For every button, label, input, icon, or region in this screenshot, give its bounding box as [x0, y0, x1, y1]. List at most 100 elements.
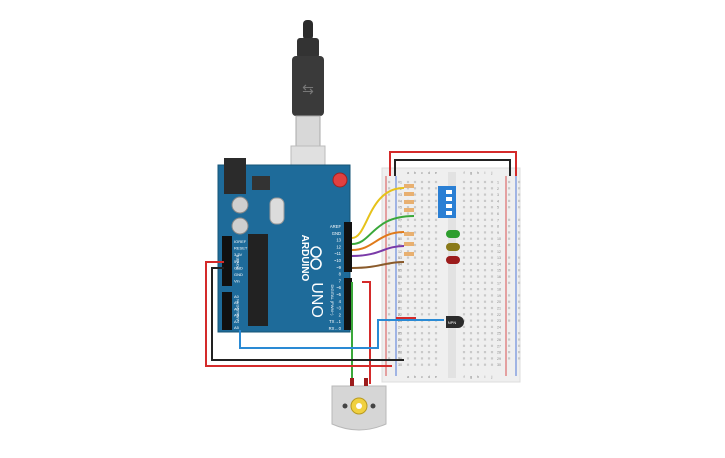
breadboard-hole[interactable]: [462, 262, 466, 265]
breadboard-hole[interactable]: [483, 313, 487, 316]
breadboard-hole[interactable]: [406, 338, 410, 341]
breadboard-hole[interactable]: [427, 231, 431, 234]
rail-hole[interactable]: [518, 180, 521, 184]
breadboard-hole[interactable]: [469, 338, 473, 341]
breadboard-hole[interactable]: [462, 212, 466, 215]
breadboard-hole[interactable]: [420, 231, 424, 234]
breadboard-hole[interactable]: [413, 206, 417, 209]
breadboard-hole[interactable]: [490, 206, 494, 209]
breadboard-hole[interactable]: [462, 332, 466, 335]
breadboard-hole[interactable]: [469, 344, 473, 347]
breadboard-hole[interactable]: [462, 199, 466, 202]
breadboard-hole[interactable]: [462, 243, 466, 247]
rail-hole[interactable]: [388, 294, 391, 297]
breadboard-hole[interactable]: [490, 199, 494, 202]
breadboard-hole[interactable]: [490, 288, 494, 291]
breadboard-hole[interactable]: [413, 300, 417, 303]
breadboard-hole[interactable]: [406, 262, 410, 265]
breadboard-hole[interactable]: [406, 180, 410, 184]
breadboard-hole[interactable]: [469, 325, 473, 328]
breadboard-hole[interactable]: [420, 206, 424, 209]
dip-toggle-4[interactable]: [446, 211, 452, 215]
wire-yellow[interactable]: [351, 187, 405, 239]
breadboard-hole[interactable]: [490, 218, 494, 221]
breadboard-hole[interactable]: [483, 262, 487, 265]
breadboard-hole[interactable]: [413, 338, 417, 341]
breadboard-hole[interactable]: [406, 351, 410, 354]
breadboard-hole[interactable]: [413, 363, 417, 366]
breadboard-hole[interactable]: [490, 363, 494, 366]
rail-hole[interactable]: [398, 275, 401, 278]
rail-hole[interactable]: [508, 351, 511, 354]
wire-blue[interactable]: [239, 319, 444, 349]
breadboard-hole[interactable]: [469, 193, 473, 196]
breadboard-hole[interactable]: [427, 363, 431, 366]
wire-gnd-bottom[interactable]: [211, 267, 404, 361]
analog-header[interactable]: [222, 292, 232, 330]
breadboard-hole[interactable]: [406, 187, 410, 190]
rail-hole[interactable]: [388, 193, 391, 196]
breadboard-hole[interactable]: [420, 256, 424, 259]
rail-hole[interactable]: [398, 269, 401, 272]
breadboard-hole[interactable]: [462, 218, 466, 221]
breadboard-hole[interactable]: [483, 187, 487, 190]
rail-hole[interactable]: [388, 256, 391, 259]
breadboard-hole[interactable]: [483, 332, 487, 335]
breadboard-hole[interactable]: [483, 363, 487, 366]
power-header[interactable]: [222, 236, 232, 286]
rail-hole[interactable]: [518, 256, 521, 259]
breadboard-hole[interactable]: [483, 199, 487, 202]
resistor-4[interactable]: [404, 208, 414, 212]
breadboard-hole[interactable]: [420, 180, 424, 184]
breadboard-hole[interactable]: [434, 294, 438, 297]
breadboard-hole[interactable]: [462, 256, 466, 259]
breadboard-hole[interactable]: [406, 332, 410, 335]
breadboard-hole[interactable]: [476, 332, 480, 335]
rail-hole[interactable]: [518, 332, 521, 335]
rail-hole[interactable]: [388, 206, 391, 209]
breadboard-hole[interactable]: [420, 325, 424, 328]
breadboard-hole[interactable]: [413, 332, 417, 335]
breadboard-hole[interactable]: [483, 288, 487, 291]
motor-terminal-1[interactable]: [350, 378, 354, 386]
breadboard-hole[interactable]: [413, 325, 417, 328]
rail-hole[interactable]: [518, 187, 521, 190]
breadboard-hole[interactable]: [427, 351, 431, 354]
breadboard-hole[interactable]: [483, 237, 487, 240]
breadboard-hole[interactable]: [490, 262, 494, 265]
breadboard-hole[interactable]: [476, 262, 480, 265]
breadboard-hole[interactable]: [406, 206, 410, 209]
breadboard-hole[interactable]: [427, 275, 431, 278]
breadboard-hole[interactable]: [476, 281, 480, 284]
rail-hole[interactable]: [508, 262, 511, 265]
breadboard-hole[interactable]: [483, 256, 487, 259]
breadboard-hole[interactable]: [483, 275, 487, 278]
breadboard-hole[interactable]: [476, 193, 480, 196]
rail-hole[interactable]: [388, 231, 391, 234]
rail-hole[interactable]: [388, 300, 391, 303]
rail-hole[interactable]: [398, 294, 401, 297]
breadboard-hole[interactable]: [427, 300, 431, 303]
breadboard-hole[interactable]: [490, 306, 494, 310]
breadboard-hole[interactable]: [434, 212, 438, 215]
breadboard-hole[interactable]: [406, 313, 410, 316]
reset-button[interactable]: [332, 172, 348, 188]
breadboard-hole[interactable]: [469, 288, 473, 291]
breadboard-hole[interactable]: [434, 218, 438, 221]
breadboard-hole[interactable]: [434, 363, 438, 366]
breadboard-hole[interactable]: [420, 250, 424, 253]
breadboard-hole[interactable]: [490, 225, 494, 228]
breadboard-hole[interactable]: [427, 225, 431, 228]
breadboard-hole[interactable]: [490, 313, 494, 316]
breadboard-hole[interactable]: [420, 275, 424, 278]
rail-hole[interactable]: [518, 357, 521, 360]
breadboard-hole[interactable]: [476, 212, 480, 215]
breadboard-hole[interactable]: [476, 180, 480, 184]
rail-hole[interactable]: [388, 357, 391, 360]
resistor-6[interactable]: [404, 242, 414, 246]
breadboard-hole[interactable]: [462, 180, 466, 184]
rail-hole[interactable]: [508, 269, 511, 272]
rail-hole[interactable]: [518, 218, 521, 221]
rail-hole[interactable]: [388, 313, 391, 316]
dip-toggle-1[interactable]: [446, 190, 452, 194]
